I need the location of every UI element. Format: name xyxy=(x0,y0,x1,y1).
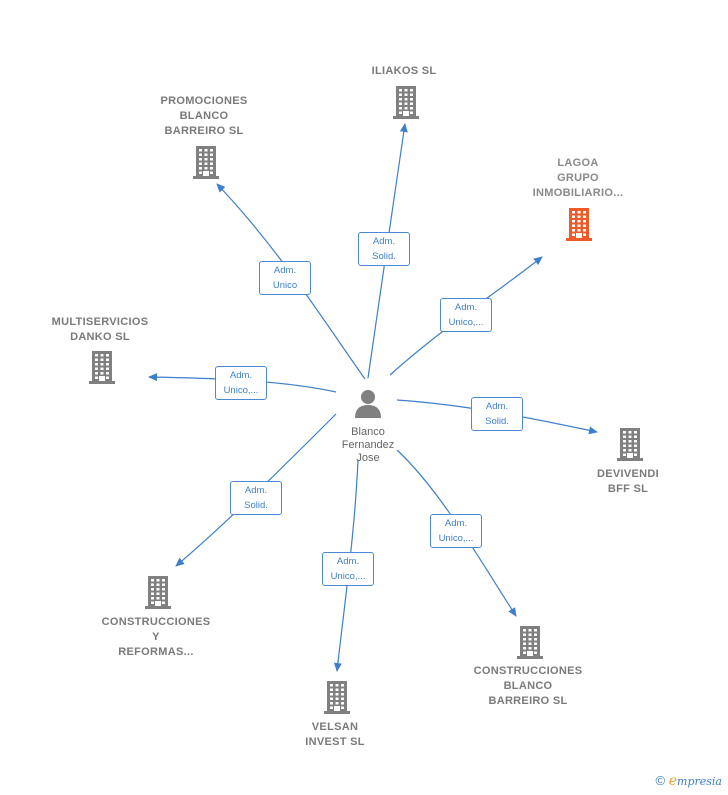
building-icon[interactable] xyxy=(190,145,222,179)
brand-logo-letter: e xyxy=(668,773,678,789)
building-icon[interactable] xyxy=(142,575,174,609)
role-badge-devivendi[interactable]: Adm. Solid. xyxy=(471,397,523,431)
role-badge-construcciones_blanco[interactable]: Adm. Unico,... xyxy=(430,514,482,548)
role-badge-construcciones_reformas[interactable]: Adm. Solid. xyxy=(230,481,282,515)
company-name-promociones[interactable]: PROMOCIONES BLANCO BARREIRO SL xyxy=(160,95,248,137)
building-icon[interactable] xyxy=(86,350,118,384)
person-icon[interactable] xyxy=(353,388,383,423)
role-badge-multiservicios[interactable]: Adm. Unico,... xyxy=(215,366,267,400)
company-name-velsan[interactable]: VELSAN INVEST SL xyxy=(305,721,365,748)
building-icon[interactable] xyxy=(614,427,646,461)
building-icon[interactable] xyxy=(514,625,546,659)
role-badge-lagoa[interactable]: Adm. Unico,... xyxy=(440,298,492,332)
company-name-multiservicios[interactable]: MULTISERVICIOS DANKO SL xyxy=(51,316,149,343)
building-icon[interactable] xyxy=(390,85,422,119)
copyright-icon: © xyxy=(655,773,666,788)
brand-logo-text: mpresia xyxy=(677,775,722,788)
building-icon[interactable] xyxy=(321,680,353,714)
company-name-construcciones_blanco[interactable]: CONSTRUCCIONES BLANCO BARREIRO SL xyxy=(473,665,583,707)
role-badge-iliakos[interactable]: Adm. Solid. xyxy=(358,232,410,266)
role-badge-promociones[interactable]: Adm. Unico xyxy=(259,261,311,295)
company-name-iliakos[interactable]: ILIAKOS SL xyxy=(371,65,437,77)
company-name-lagoa[interactable]: LAGOA GRUPO INMOBILIARIO... xyxy=(532,157,624,199)
building-icon[interactable] xyxy=(563,207,595,241)
person-name[interactable]: Blanco Fernandez Jose xyxy=(341,426,395,464)
role-badge-velsan[interactable]: Adm. Unico,... xyxy=(322,552,374,586)
copyright-footer: © empresia xyxy=(656,773,722,789)
company-name-construcciones_reformas[interactable]: CONSTRUCCIONES Y REFORMAS... xyxy=(101,616,211,658)
company-name-devivendi[interactable]: DEVIVENDI BFF SL xyxy=(597,468,659,495)
